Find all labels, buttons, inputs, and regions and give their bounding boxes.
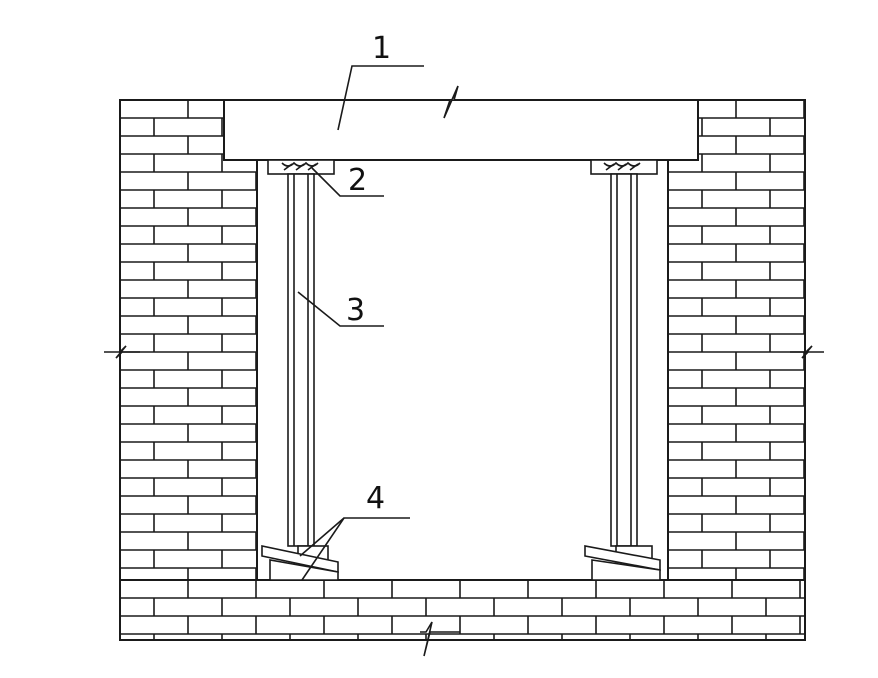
bottom-wedge-right <box>584 545 661 581</box>
prop-left <box>287 173 315 547</box>
label-3: 3 <box>346 293 365 328</box>
leader-4b <box>299 517 345 557</box>
label-4: 4 <box>366 481 385 516</box>
leader-1 <box>337 65 424 131</box>
break-lines <box>104 345 824 657</box>
lintel-break-line <box>430 85 470 119</box>
top-wedge-right <box>590 159 658 175</box>
label-1: 1 <box>372 31 391 66</box>
leader-3 <box>297 291 384 327</box>
prop-right <box>610 173 638 547</box>
wall-outlines <box>119 99 806 641</box>
label-2: 2 <box>348 163 367 198</box>
leader-2 <box>311 167 384 197</box>
bottom-wedge-left <box>261 545 339 581</box>
leader-lines <box>297 65 424 581</box>
brick-masonry <box>120 100 805 641</box>
top-wedge-left <box>267 159 335 175</box>
lintel-beam <box>223 85 699 161</box>
